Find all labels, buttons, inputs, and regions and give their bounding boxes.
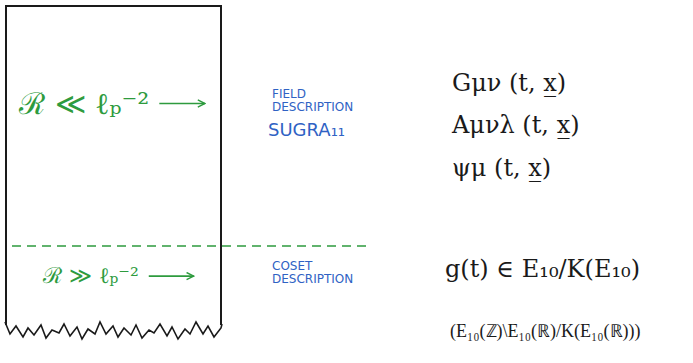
arrows — [149, 104, 205, 277]
coset-formula: (E₁₀(ℤ)\E₁₀(ℝ)/K(E₁₀(ℝ))) — [450, 322, 641, 342]
theory-name: SUGRA₁₁ — [268, 120, 345, 140]
jagged-edge — [5, 322, 222, 339]
field-symbol: Gμν (t, x̲) — [452, 70, 566, 96]
curvature-condition: ℛ ≫ ℓₚ⁻² — [43, 264, 139, 288]
description-heading: COSET DESCRIPTION — [272, 260, 372, 286]
coset-formula: g(t) ∈ E₁₀/K(E₁₀) — [445, 256, 640, 282]
region-box: ℛ ≪ ℓₚ⁻² ℛ ≫ ℓₚ⁻² — [5, 5, 222, 325]
dashed-boundary — [12, 245, 372, 247]
field-symbol: ψμ (t, x̲) — [452, 155, 551, 181]
pointer-arrow — [159, 103, 205, 105]
pointer-arrow — [149, 275, 194, 277]
jagged-bottom — [5, 322, 222, 339]
description-heading: FIELD DESCRIPTION — [272, 88, 372, 114]
field-symbol: Aμνλ (t, x̲) — [452, 112, 580, 138]
curvature-condition: ℛ ≪ ℓₚ⁻² — [19, 87, 149, 120]
